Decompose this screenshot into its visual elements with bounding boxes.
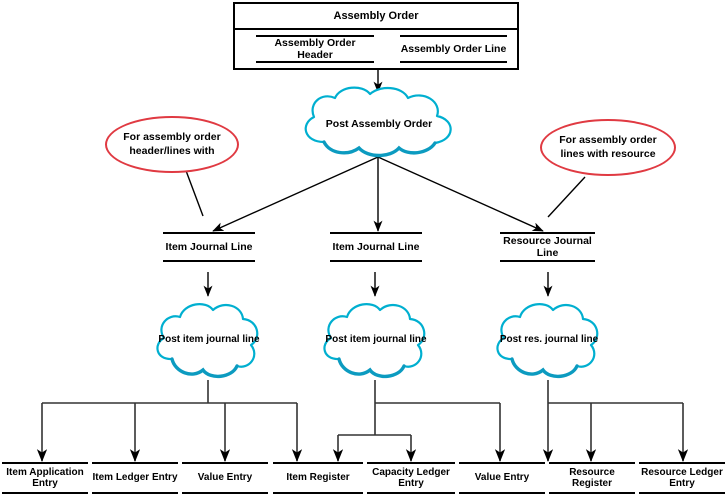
item-journal-line-2-box[interactable]: Item Journal Line [330, 232, 422, 262]
process-post-item-journal-line-1[interactable]: Post item journal line [152, 299, 266, 381]
process-post-item-journal-line-1-label: Post item journal line [158, 334, 260, 345]
callout-header-lines[interactable]: For assembly order header/lines with [105, 116, 239, 173]
assembly-order-title: Assembly Order [235, 4, 517, 30]
resource-journal-line-box[interactable]: Resource Journal Line [500, 232, 595, 262]
process-post-item-journal-line-2[interactable]: Post item journal line [319, 299, 433, 381]
process-post-assembly-order[interactable]: Post Assembly Order [296, 86, 462, 158]
leader-callout-lines-resource [547, 176, 586, 218]
assembly-order-line-box[interactable]: Assembly Order Line [400, 35, 507, 63]
process-post-item-journal-line-2-label: Post item journal line [325, 334, 427, 345]
bus-cloud3 [547, 380, 683, 404]
item-journal-line-1-box[interactable]: Item Journal Line [163, 232, 255, 262]
item-ledger-entry-box[interactable]: Item Ledger Entry [92, 462, 178, 494]
edge-post-to-resource-journal [377, 156, 544, 232]
item-register-box[interactable]: Item Register [273, 462, 363, 494]
callout-lines-resource[interactable]: For assembly order lines with resource [540, 119, 676, 176]
process-post-res-journal-line-label: Post res. journal line [499, 334, 599, 345]
resource-ledger-entry-box[interactable]: Resource Ledger Entry [639, 462, 725, 494]
resource-register-box[interactable]: Resource Register [549, 462, 635, 494]
edge-post-to-item-journal-1 [212, 156, 379, 232]
process-post-assembly-order-label: Post Assembly Order [325, 117, 433, 130]
bus-cloud2-upper [374, 380, 500, 435]
leader-callout-header-lines [184, 167, 204, 217]
assembly-order-header-box[interactable]: Assembly Order Header [256, 35, 374, 63]
item-application-entry-box[interactable]: Item Application Entry [2, 462, 88, 494]
capacity-ledger-entry-box[interactable]: Capacity Ledger Entry [367, 462, 455, 494]
bus-cloud1 [42, 380, 297, 404]
value-entry-1-box[interactable]: Value Entry [182, 462, 268, 494]
process-post-res-journal-line[interactable]: Post res. journal line [492, 299, 606, 381]
value-entry-2-box[interactable]: Value Entry [459, 462, 545, 494]
